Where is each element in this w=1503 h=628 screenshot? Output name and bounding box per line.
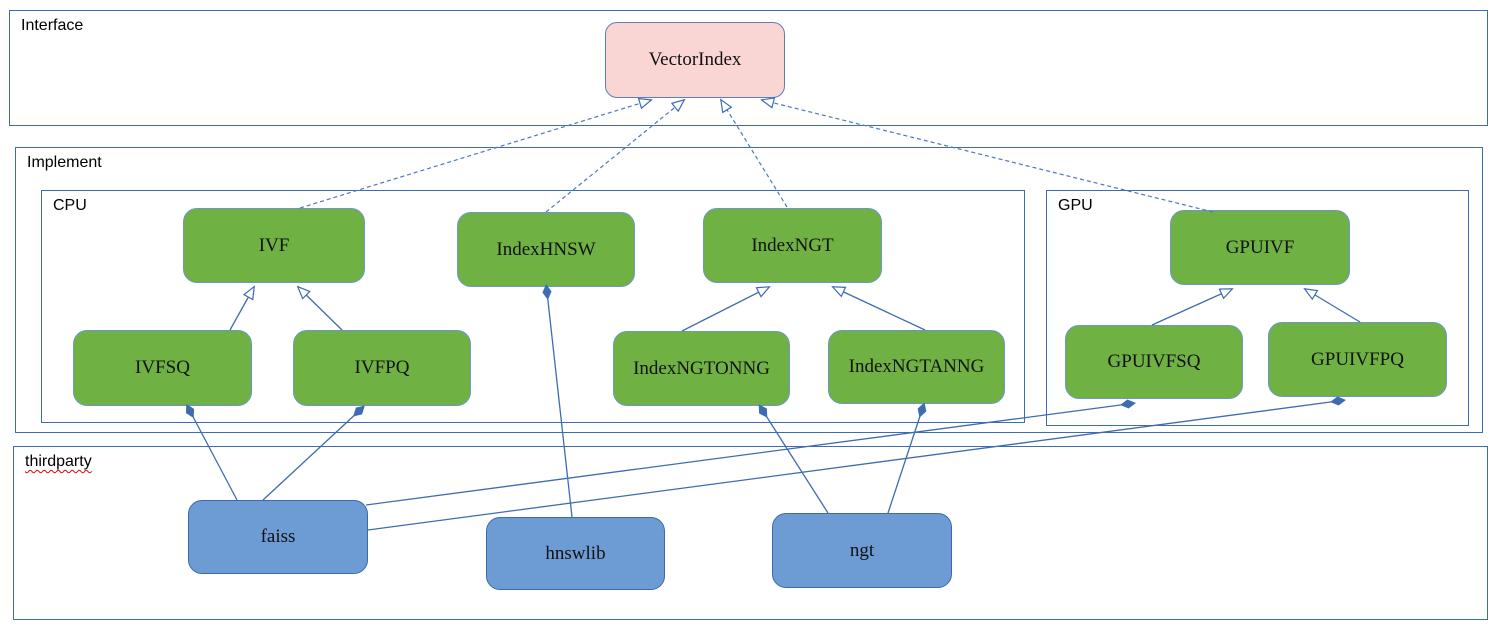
node-gpuivfsq[interactable]: GPUIVFSQ xyxy=(1065,325,1243,399)
node-indexngtonng[interactable]: IndexNGTONNG xyxy=(613,331,790,406)
node-indexhnsw-label: IndexHNSW xyxy=(496,238,596,260)
node-vectorindex[interactable]: VectorIndex xyxy=(605,22,785,98)
node-faiss[interactable]: faiss xyxy=(188,500,368,574)
node-indexhnsw[interactable]: IndexHNSW xyxy=(457,212,635,287)
container-implement-label: Implement xyxy=(27,154,102,171)
node-hnswlib-label: hnswlib xyxy=(545,542,606,564)
node-ivf-label: IVF xyxy=(258,234,290,256)
node-gpuivfpq-label: GPUIVFPQ xyxy=(1311,348,1404,370)
node-ngt[interactable]: ngt xyxy=(772,513,952,588)
node-gpuivfpq[interactable]: GPUIVFPQ xyxy=(1268,322,1447,397)
node-indexngtonng-label: IndexNGTONNG xyxy=(633,357,770,379)
node-ngt-label: ngt xyxy=(849,539,875,561)
node-faiss-label: faiss xyxy=(260,526,296,547)
node-indexngt[interactable]: IndexNGT xyxy=(703,208,882,283)
node-indexngt-label: IndexNGT xyxy=(751,234,834,256)
node-gpuivf-label: GPUIVF xyxy=(1225,236,1295,258)
node-ivf[interactable]: IVF xyxy=(183,208,365,283)
node-vectorindex-label: VectorIndex xyxy=(648,49,742,70)
node-ivfpq-label: IVFPQ xyxy=(354,357,410,378)
node-gpuivf[interactable]: GPUIVF xyxy=(1170,210,1350,285)
node-indexngtanng-label: IndexNGTANNG xyxy=(848,356,985,377)
node-gpuivfsq-label: GPUIVFSQ xyxy=(1107,351,1201,372)
container-gpu-label: GPU xyxy=(1058,197,1093,214)
node-hnswlib[interactable]: hnswlib xyxy=(486,517,665,590)
node-indexngtanng[interactable]: IndexNGTANNG xyxy=(828,330,1005,404)
container-interface-label: Interface xyxy=(21,17,84,34)
node-ivfsq-label: IVFSQ xyxy=(135,357,190,378)
node-ivfpq[interactable]: IVFPQ xyxy=(293,330,471,406)
node-ivfsq[interactable]: IVFSQ xyxy=(73,330,252,406)
container-thirdparty-label: thirdparty xyxy=(25,453,92,470)
container-cpu-label: CPU xyxy=(53,197,87,214)
